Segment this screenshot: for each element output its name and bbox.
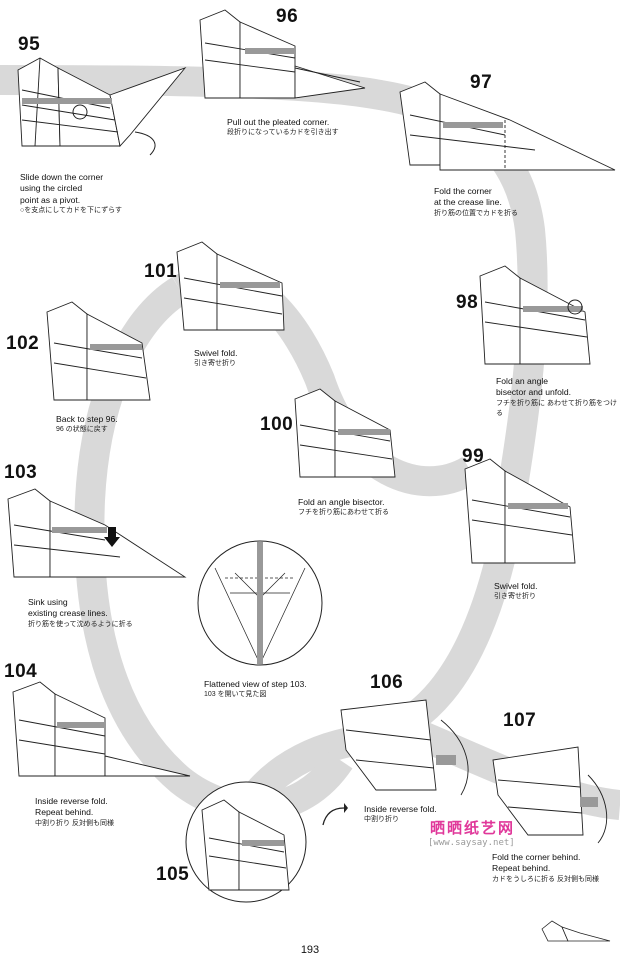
step-106-number: 106 xyxy=(370,672,404,693)
step-103-number: 103 xyxy=(4,462,38,483)
step-107-caption: Fold the corner behind.Repeat behind. カド… xyxy=(492,852,599,883)
step-95-number: 95 xyxy=(18,34,41,55)
step-104-number: 104 xyxy=(4,661,38,682)
step-107-number: 107 xyxy=(503,710,537,731)
flattened-view-diagram xyxy=(197,540,323,666)
step-100-caption: Fold an angle bisector. フチを折り筋にあわせて折る xyxy=(298,497,389,517)
step-99-caption: Swivel fold. 引き寄せ折り xyxy=(494,581,538,601)
step-100-number: 100 xyxy=(260,414,294,435)
step-102-diagram xyxy=(46,301,151,401)
step-98-number: 98 xyxy=(456,292,479,313)
finished-model-icon xyxy=(541,920,611,942)
step-102-caption: Back to step 96. 96 の状態に戻す xyxy=(56,414,118,434)
step-97-diagram xyxy=(399,81,616,171)
step-107-diagram xyxy=(492,746,608,844)
flow-arrow-icon xyxy=(322,803,348,826)
step-105-diagram xyxy=(185,781,307,903)
step-106-caption: Inside reverse fold. 中割り折り xyxy=(364,804,437,824)
step-104-diagram xyxy=(12,681,191,777)
step-99-number: 99 xyxy=(462,446,485,467)
flattened-view-caption: Flattened view of step 103. 103 を開いて見た図 xyxy=(204,679,307,699)
watermark-url: [www.saysay.net] xyxy=(428,838,515,848)
step-96-caption: Pull out the pleated corner. 段折りになっているカド… xyxy=(227,117,339,137)
step-102-number: 102 xyxy=(6,333,40,354)
step-97-number: 97 xyxy=(470,72,493,93)
step-101-caption: Swivel fold. 引き寄せ折り xyxy=(194,348,238,368)
step-96-diagram xyxy=(199,9,366,99)
watermark-logo: 晒晒纸艺网 xyxy=(430,819,516,837)
step-105-number: 105 xyxy=(156,864,190,885)
step-99-diagram xyxy=(464,458,576,564)
step-98-diagram xyxy=(479,265,591,365)
step-101-diagram xyxy=(176,241,285,331)
step-104-caption: Inside reverse fold.Repeat behind. 中割り折り… xyxy=(35,796,114,827)
step-100-diagram xyxy=(294,388,396,478)
step-106-diagram xyxy=(340,699,469,796)
step-103-diagram xyxy=(7,488,187,578)
step-96-number: 96 xyxy=(276,6,299,27)
page-number: 193 xyxy=(300,944,320,956)
step-101-number: 101 xyxy=(144,261,178,282)
step-95-diagram xyxy=(17,57,187,156)
